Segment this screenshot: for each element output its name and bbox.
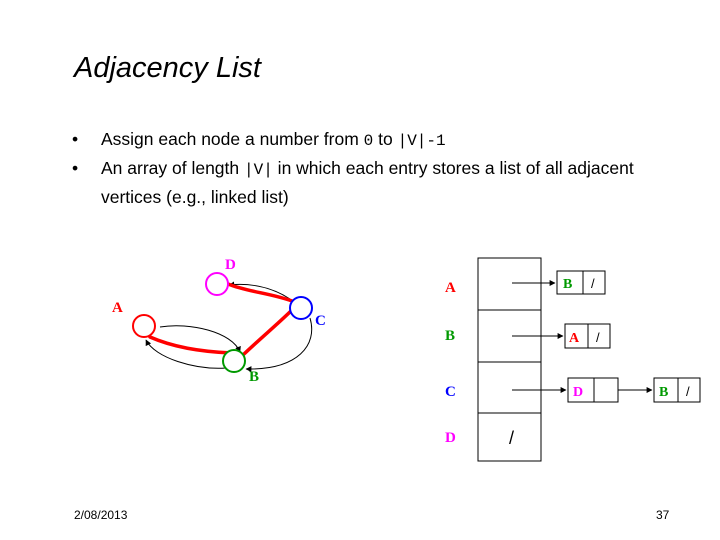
- edge-a-to-b: [159, 325, 241, 353]
- slide-title: Adjacency List: [74, 52, 261, 84]
- null-pointer: /: [591, 276, 595, 291]
- array-cell-d: [477, 412, 542, 462]
- bullet-text: to: [373, 129, 398, 149]
- footer-date: 2/08/2013: [74, 508, 128, 522]
- bullet-code: |V|-1: [397, 132, 446, 150]
- array-row-label-b: B: [445, 328, 455, 344]
- list-node-label: D: [573, 385, 583, 400]
- page-number: 37: [656, 508, 670, 522]
- list-node-label: B: [563, 277, 572, 292]
- bullet-list: • Assign each node a number from 0 to |V…: [72, 126, 672, 211]
- highlight-edge-b-c: [242, 307, 295, 356]
- null-pointer: /: [596, 330, 600, 345]
- list-nodes: [556, 270, 701, 403]
- bullet-code: 0: [363, 132, 374, 150]
- graph-nodes: [132, 272, 313, 373]
- null-pointer: /: [686, 384, 690, 399]
- list-node-a1: [556, 270, 606, 295]
- list-node-c2: [653, 377, 701, 403]
- node-b: [222, 349, 246, 373]
- node-label-d: D: [225, 257, 236, 273]
- bullet-item: • Assign each node a number from 0 to |V…: [72, 126, 672, 155]
- node-c: [289, 296, 313, 320]
- array-cell-a: [477, 257, 542, 311]
- node-d: [205, 272, 229, 296]
- list-node-label: A: [569, 331, 580, 346]
- node-label-a: A: [112, 300, 123, 316]
- array-row-label-a: A: [445, 280, 456, 296]
- array-cell-c: [477, 361, 542, 414]
- bullet-item: • An array of length |V| in which each e…: [72, 155, 672, 211]
- bullet-code: |V|: [244, 161, 273, 179]
- edge-b-to-a: [145, 339, 227, 369]
- highlight-edge-c-d: [226, 282, 294, 303]
- bullet-marker: •: [72, 129, 79, 149]
- array-cell-d-null: /: [509, 428, 514, 448]
- bullet-text: An array of length: [101, 158, 244, 178]
- list-node-label: B: [659, 385, 668, 400]
- array-row-label-c: C: [445, 384, 456, 400]
- highlight-edges: [148, 282, 295, 356]
- bullet-text: in which each entry stores a list of all…: [101, 158, 634, 207]
- edge-c-to-b: [245, 317, 313, 373]
- bullet-marker: •: [72, 158, 79, 178]
- array-row-label-d: D: [445, 430, 456, 446]
- node-a: [132, 314, 156, 338]
- node-label-b: B: [249, 369, 259, 385]
- bullet-text: Assign each node a number from: [101, 129, 364, 149]
- highlight-edge-a-b: [148, 335, 234, 355]
- node-label-c: C: [315, 313, 326, 329]
- list-node-c1: [567, 377, 619, 403]
